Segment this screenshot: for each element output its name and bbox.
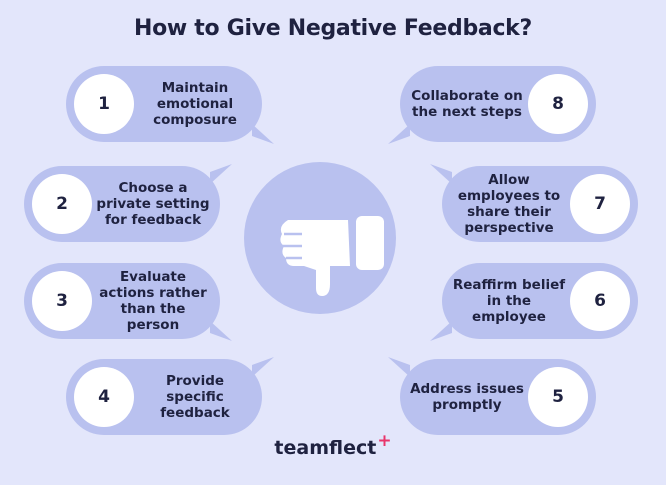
step-bubble-5: Address issues promptly 5: [400, 359, 596, 435]
step-text: Allow employees to share their perspecti…: [457, 172, 561, 236]
step-number-badge: 5: [528, 367, 588, 427]
step-bubble-1: 1 Maintain emotional composure: [66, 66, 262, 142]
step-text: Choose a private setting for feedback: [96, 180, 210, 228]
step-number-badge: 1: [74, 74, 134, 134]
logo-text: teamflect: [274, 437, 377, 459]
step-bubble-8: Collaborate on the next steps 8: [400, 66, 596, 142]
step-number-badge: 7: [570, 174, 630, 234]
step-bubble-4: 4 Provide specific feedback: [66, 359, 262, 435]
step-bubble-2: 2 Choose a private setting for feedback: [24, 166, 220, 242]
step-text: Provide specific feedback: [160, 373, 230, 421]
step-bubble-6: Reaffirm belief in the employee 6: [442, 263, 638, 339]
step-number-badge: 8: [528, 74, 588, 134]
step-number-badge: 6: [570, 271, 630, 331]
step-number-badge: 2: [32, 174, 92, 234]
step-text: Collaborate on the next steps: [411, 88, 523, 120]
center-circle: [244, 162, 396, 314]
step-bubble-7: Allow employees to share their perspecti…: [442, 166, 638, 242]
teamflect-logo: teamflect+: [0, 431, 666, 459]
step-text: Evaluate actions rather than the person: [99, 269, 207, 333]
step-text: Reaffirm belief in the employee: [452, 277, 566, 325]
logo-plus-mark: +: [377, 431, 392, 451]
step-text: Address issues promptly: [410, 381, 524, 413]
page-title: How to Give Negative Feedback?: [134, 16, 532, 41]
step-text: Maintain emotional composure: [153, 80, 237, 128]
thumbs-down-icon: [280, 216, 384, 296]
step-number-badge: 4: [74, 367, 134, 427]
step-bubble-3: 3 Evaluate actions rather than the perso…: [24, 263, 220, 339]
step-number-badge: 3: [32, 271, 92, 331]
